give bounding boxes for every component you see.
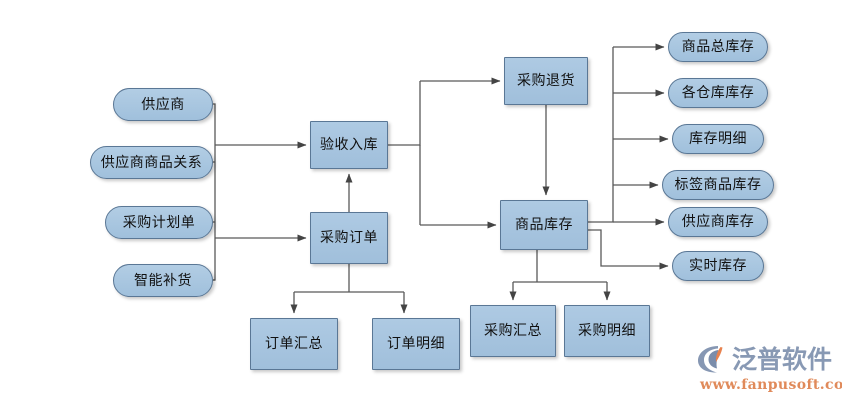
node-label: 采购退货 <box>517 73 575 89</box>
node-total-stock[interactable]: 商品总库存 <box>668 32 768 62</box>
node-label: 商品总库存 <box>681 39 755 55</box>
edge-left-trunk <box>213 103 216 281</box>
edge-receive-trunk-up <box>388 81 421 146</box>
node-purchase-detail[interactable]: 采购明细 <box>564 305 650 357</box>
fanpu-logo-icon <box>698 346 723 373</box>
node-label: 采购汇总 <box>484 323 542 339</box>
edge-to-realtime-stock <box>588 229 669 270</box>
node-purchase-plan[interactable]: 采购计划单 <box>105 206 213 239</box>
edge-order-fork <box>294 264 404 293</box>
watermark-logo: 泛普软件 www.fanpusoft.com <box>696 342 842 400</box>
node-label: 供应商 <box>141 96 185 113</box>
node-label: 供应商商品关系 <box>100 154 203 171</box>
node-label: 供应商库存 <box>681 214 755 230</box>
node-label: 实时库存 <box>689 258 747 274</box>
node-label: 验收入库 <box>320 137 378 153</box>
node-smart-replenish[interactable]: 智能补货 <box>113 264 213 297</box>
node-goods-stock[interactable]: 商品库存 <box>500 200 588 250</box>
node-tag-goods-stock[interactable]: 标签商品库存 <box>662 170 774 200</box>
node-label: 采购订单 <box>320 230 378 246</box>
node-label: 库存明细 <box>689 131 747 147</box>
node-supplier-stock[interactable]: 供应商库存 <box>668 207 768 237</box>
node-purchase-order[interactable]: 采购订单 <box>310 212 388 264</box>
node-supplier[interactable]: 供应商 <box>113 88 213 121</box>
node-order-detail[interactable]: 订单明细 <box>372 318 460 370</box>
watermark-url: www.fanpusoft.com <box>700 377 842 393</box>
node-order-summary[interactable]: 订单汇总 <box>250 318 338 370</box>
node-supplier-goods[interactable]: 供应商商品关系 <box>90 146 213 179</box>
node-label: 各仓库库存 <box>681 85 755 101</box>
edge-stock-right-trunk <box>588 47 614 223</box>
node-label: 采购计划单 <box>122 214 196 231</box>
node-label: 订单汇总 <box>265 336 323 352</box>
edge-stock-fork <box>513 250 607 283</box>
watermark-brand: 泛普软件 <box>732 344 833 374</box>
node-purchase-summary[interactable]: 采购汇总 <box>470 305 556 357</box>
node-stock-detail[interactable]: 库存明细 <box>672 124 764 154</box>
node-label: 订单明细 <box>387 336 445 352</box>
node-label: 智能补货 <box>134 272 192 289</box>
node-purchase-return[interactable]: 采购退货 <box>504 57 588 105</box>
node-label: 商品库存 <box>515 217 573 233</box>
node-receive-in[interactable]: 验收入库 <box>310 121 388 169</box>
node-realtime-stock[interactable]: 实时库存 <box>672 251 764 281</box>
node-warehouse-stock[interactable]: 各仓库库存 <box>668 78 768 108</box>
node-label: 采购明细 <box>578 323 636 339</box>
node-label: 标签商品库存 <box>674 177 762 193</box>
